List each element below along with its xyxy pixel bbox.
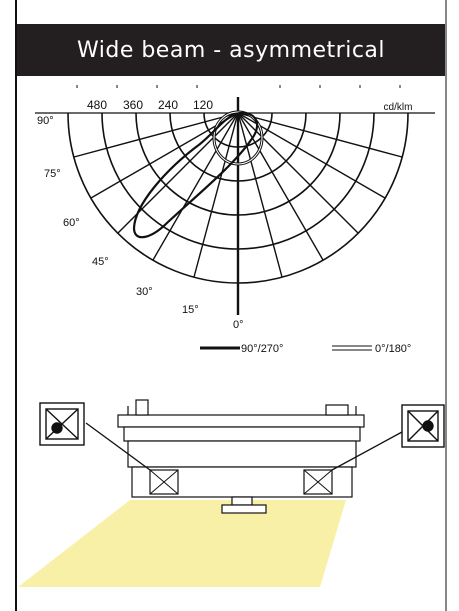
angle-labels: 90° 75° 60° 45° 30° 15° 0° bbox=[37, 115, 244, 331]
polar-spokes bbox=[73, 112, 403, 278]
frame-right-border bbox=[445, 0, 447, 611]
connector-left bbox=[85, 422, 151, 471]
angle-label: 75° bbox=[44, 168, 61, 180]
frame-left-border bbox=[15, 0, 17, 611]
page-title: Wide beam - asymmetrical bbox=[76, 37, 386, 63]
header-bar: Wide beam - asymmetrical bbox=[17, 24, 445, 76]
unit-label: cd/klm bbox=[384, 102, 413, 113]
luminaire-clip-right bbox=[325, 404, 349, 416]
luminaire-cross-section bbox=[117, 399, 365, 514]
series-0-180-curve bbox=[212, 110, 264, 166]
luminaire-mount bbox=[231, 496, 253, 506]
angle-label: 60° bbox=[63, 217, 80, 229]
lamp-hatch bbox=[149, 469, 333, 495]
radial-label: 360 bbox=[123, 98, 143, 112]
luminaire-top-plate bbox=[117, 414, 365, 428]
polar-diagram bbox=[35, 85, 435, 315]
luminaire-lens bbox=[221, 504, 267, 514]
radial-labels: 480 360 240 120 cd/klm bbox=[87, 98, 412, 113]
angle-label: 15° bbox=[182, 304, 199, 316]
angle-label: 45° bbox=[92, 256, 109, 268]
light-beam bbox=[18, 500, 346, 587]
angle-label: 90° bbox=[37, 115, 54, 127]
angle-label: 30° bbox=[136, 286, 153, 298]
angle-label: 0° bbox=[233, 319, 244, 331]
luminaire-symbol-icon bbox=[401, 404, 445, 448]
luminaire-clip-left bbox=[135, 399, 149, 416]
legend-label-solid: 90°/270° bbox=[241, 343, 283, 355]
luminaire-body-middle bbox=[127, 440, 357, 468]
connector-right bbox=[331, 431, 403, 471]
radial-label: 480 bbox=[87, 98, 107, 112]
series-90-270-curve bbox=[132, 111, 259, 239]
luminaire-body-upper bbox=[123, 426, 361, 442]
legend: 90°/270° 0°/180° bbox=[200, 343, 411, 355]
luminaire-symbol-icon bbox=[39, 402, 85, 446]
radial-label: 240 bbox=[158, 98, 178, 112]
polar-top-ticks bbox=[76, 85, 401, 88]
radial-label: 120 bbox=[193, 98, 213, 112]
legend-label-double: 0°/180° bbox=[375, 343, 411, 355]
